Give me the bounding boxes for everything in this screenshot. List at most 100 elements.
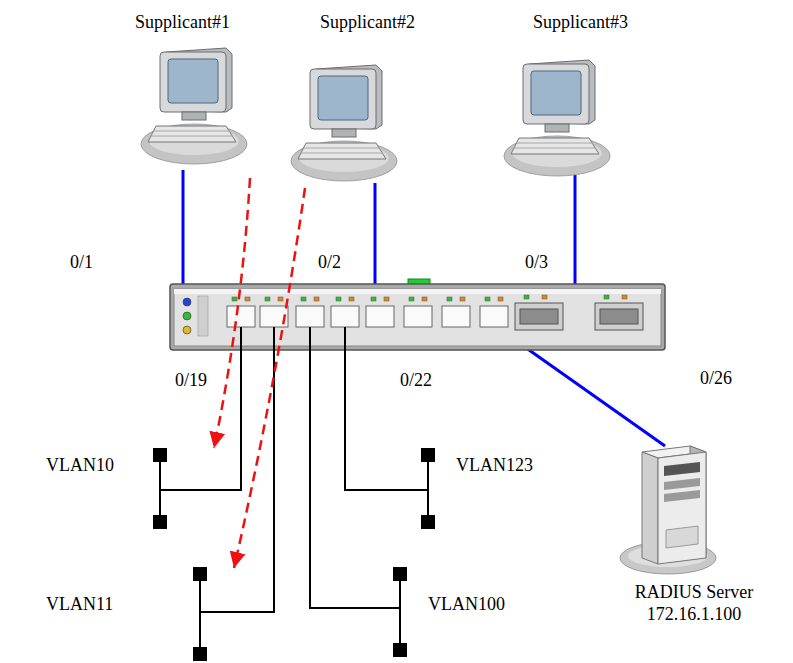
switch bbox=[174, 289, 661, 346]
port-number: 0/26 bbox=[700, 368, 732, 390]
port-led bbox=[265, 297, 270, 301]
switch-port bbox=[480, 306, 508, 327]
keyboard bbox=[148, 126, 236, 142]
port-led bbox=[485, 297, 490, 301]
monitor bbox=[523, 64, 589, 124]
vlan-name: VLAN100 bbox=[428, 594, 509, 616]
blue-cable bbox=[574, 172, 577, 286]
auth-flow-arrow bbox=[214, 178, 250, 448]
port-led bbox=[349, 297, 354, 301]
port-number: 0/19 bbox=[175, 370, 207, 392]
monitor bbox=[160, 52, 226, 112]
vlan-segment: VLAN100 bbox=[392, 568, 545, 660]
keyboard bbox=[511, 138, 599, 154]
server-name: RADIUS Server bbox=[606, 582, 782, 604]
vlan-name: VLAN10 bbox=[46, 455, 244, 477]
lan-segment bbox=[199, 574, 201, 654]
lan-segment bbox=[399, 574, 401, 650]
sfp-port bbox=[600, 309, 638, 324]
sfp-port bbox=[515, 303, 643, 330]
keyboard-keys bbox=[514, 143, 596, 148]
port-led bbox=[232, 297, 237, 301]
monitor-stand bbox=[545, 124, 569, 132]
supplicant-pc: Supplicant#2 bbox=[290, 8, 445, 188]
monitor bbox=[310, 69, 376, 129]
port-led bbox=[460, 297, 465, 301]
desk-pad bbox=[291, 141, 397, 181]
supplicant-pc: Supplicant#1 bbox=[105, 8, 260, 178]
ip-address: 172.16.1.100 bbox=[606, 604, 782, 626]
radius-server: RADIUS Server172.16.1.100 bbox=[600, 436, 788, 636]
monitor-stand bbox=[332, 129, 356, 137]
port-number: 0/3 bbox=[525, 252, 548, 274]
lan-segment bbox=[154, 449, 434, 660]
desk-pad bbox=[504, 136, 610, 176]
switch-port bbox=[442, 306, 470, 327]
port-led bbox=[498, 297, 503, 301]
switch-port bbox=[296, 306, 324, 327]
lan-segment bbox=[154, 516, 166, 528]
sfp-port bbox=[595, 303, 643, 330]
sfp-port bbox=[520, 309, 558, 324]
vlan-cable bbox=[310, 327, 400, 608]
computer-icon bbox=[290, 65, 400, 183]
port-led bbox=[232, 295, 627, 301]
monitor-stand bbox=[182, 112, 206, 120]
port-number: 0/1 bbox=[70, 252, 93, 274]
switch-port bbox=[404, 306, 432, 327]
port-led bbox=[301, 297, 306, 301]
vlan-name: VLAN11 bbox=[46, 594, 244, 616]
monitor-screen bbox=[318, 76, 368, 120]
switch-port bbox=[331, 306, 359, 327]
port-led bbox=[542, 295, 547, 299]
vlan-name: VLAN123 bbox=[456, 455, 537, 477]
vlan-segment: VLAN11 bbox=[40, 568, 250, 660]
lan-segment bbox=[394, 644, 406, 656]
monitor-screen bbox=[168, 59, 218, 103]
port-number: 0/2 bbox=[318, 252, 341, 274]
sfp-port bbox=[515, 303, 563, 330]
lan-segment bbox=[154, 449, 166, 461]
port-led bbox=[622, 295, 627, 299]
keyboard-keys bbox=[151, 131, 233, 136]
port-led bbox=[371, 297, 376, 301]
switch bbox=[183, 326, 191, 334]
switch bbox=[170, 279, 665, 350]
server-icon bbox=[658, 452, 706, 564]
port-led bbox=[524, 295, 529, 299]
port-led bbox=[447, 297, 452, 301]
vlan-cable bbox=[345, 327, 428, 490]
lan-segment bbox=[194, 648, 206, 660]
device-name: Supplicant#1 bbox=[109, 12, 256, 34]
switch bbox=[174, 289, 661, 294]
server-icon bbox=[642, 452, 658, 564]
switch bbox=[183, 312, 191, 320]
server-icon bbox=[664, 462, 700, 476]
port-led bbox=[278, 297, 283, 301]
lan-segment bbox=[159, 455, 161, 522]
blue-cable bbox=[182, 170, 185, 286]
computer-icon bbox=[140, 48, 250, 166]
switch bbox=[183, 298, 191, 306]
auth-flow-arrow bbox=[234, 188, 305, 568]
supplicant-pc: Supplicant#3 bbox=[503, 8, 658, 178]
blue-cable bbox=[374, 183, 377, 288]
vlan-segment: VLAN10 bbox=[40, 448, 250, 526]
switch-port bbox=[227, 306, 508, 327]
port-led bbox=[604, 295, 609, 299]
desk-pad bbox=[299, 144, 389, 172]
port-led bbox=[384, 297, 389, 301]
monitor-screen bbox=[531, 71, 581, 115]
keyboard bbox=[298, 143, 386, 159]
keyboard-keys bbox=[301, 148, 383, 153]
port-led bbox=[336, 297, 341, 301]
lan-segment bbox=[422, 516, 434, 528]
device-name: Supplicant#3 bbox=[507, 12, 654, 34]
desk-pad bbox=[512, 139, 602, 167]
device-name: Supplicant#2 bbox=[294, 12, 441, 34]
lan-segment bbox=[422, 449, 434, 461]
vlan-segment: VLAN123 bbox=[420, 448, 573, 526]
desk-pad bbox=[141, 124, 247, 164]
